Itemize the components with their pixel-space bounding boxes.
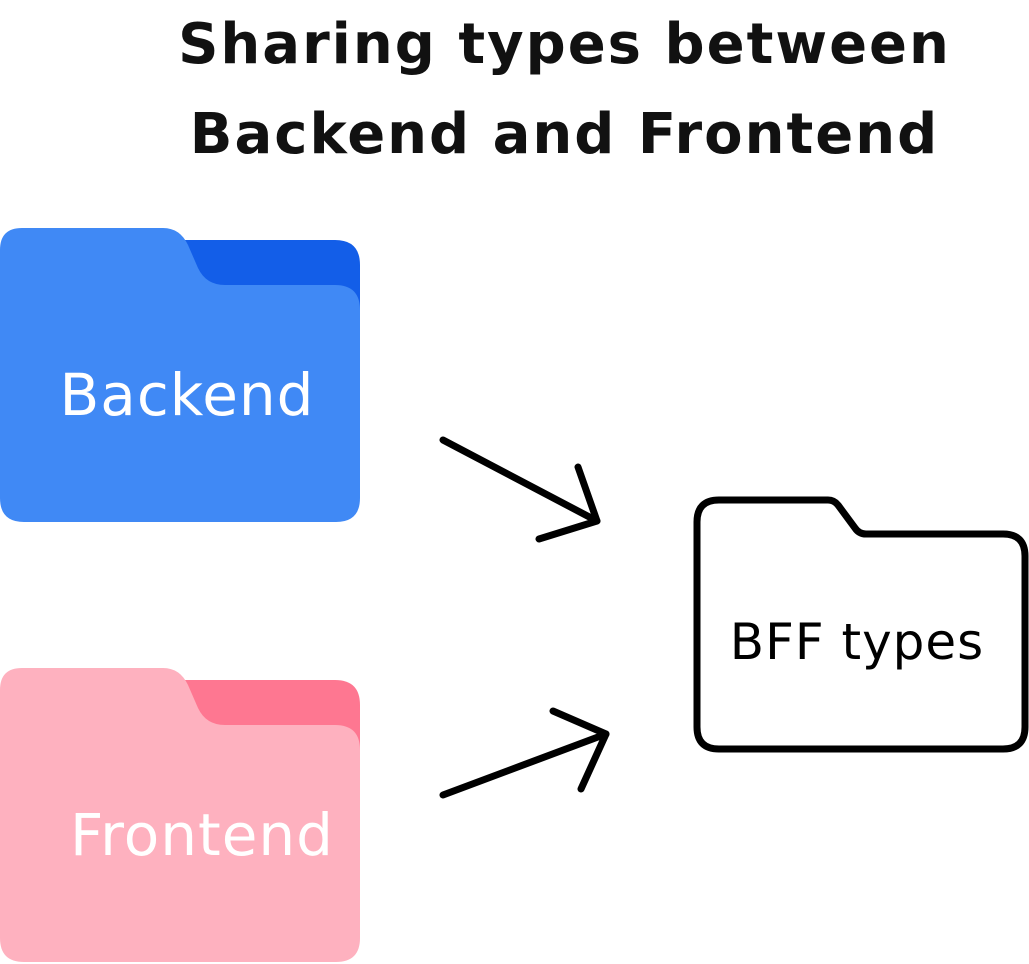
backend-folder-icon: Backend xyxy=(0,228,360,522)
arrow-frontend-shaft xyxy=(439,730,610,799)
backend-folder-label: Backend xyxy=(59,361,314,429)
arrow-backend-head xyxy=(535,463,601,543)
bff-folder-outline xyxy=(693,496,1029,753)
diagram-title: Sharing types between Backend and Fronte… xyxy=(0,0,1029,180)
arrow-backend-shaft xyxy=(439,436,601,525)
frontend-folder-body xyxy=(0,668,360,962)
bff-folder-label: BFF types xyxy=(730,613,984,671)
backend-folder-body xyxy=(0,228,360,522)
title-line-1: Sharing types between xyxy=(178,12,951,77)
bff-folder-icon: BFF types xyxy=(693,496,1029,753)
title-line-2: Backend and Frontend xyxy=(189,102,940,167)
frontend-folder-label: Frontend xyxy=(70,801,334,869)
arrow-backend-to-bff xyxy=(439,436,601,543)
arrow-frontend-head xyxy=(549,707,610,793)
frontend-folder-icon: Frontend xyxy=(0,668,360,962)
arrow-frontend-to-bff xyxy=(439,707,610,799)
